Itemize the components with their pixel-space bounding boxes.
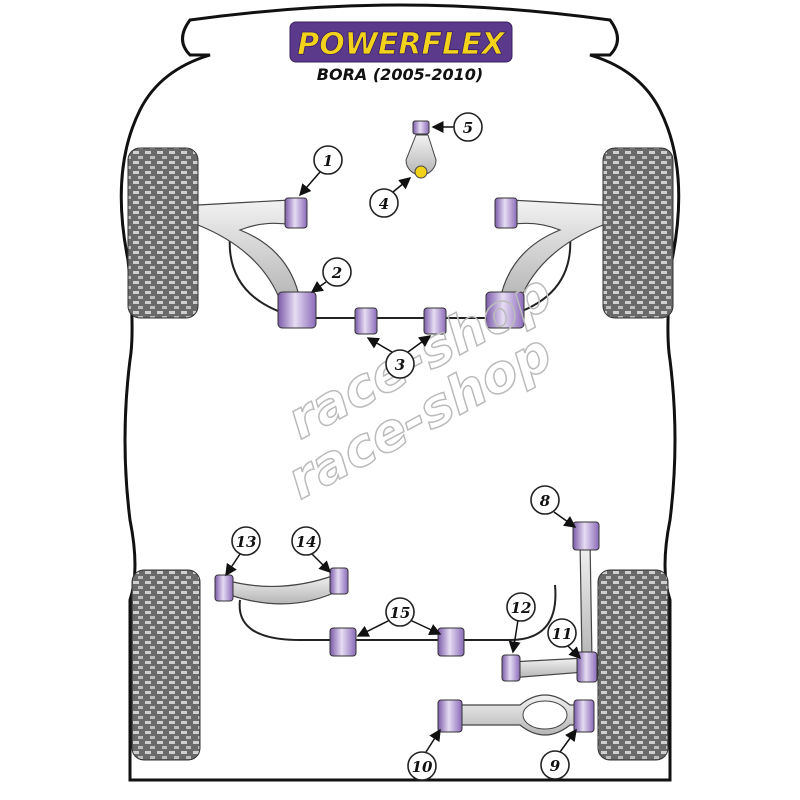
callout-9: 9 bbox=[540, 750, 570, 780]
bush-1-right bbox=[494, 197, 518, 229]
rear-lower-link bbox=[509, 657, 586, 679]
svg-text:9: 9 bbox=[550, 757, 561, 775]
wheel-rear-right bbox=[597, 569, 669, 761]
svg-text:4: 4 bbox=[379, 195, 389, 213]
callout-1: 1 bbox=[313, 145, 343, 175]
bush-12 bbox=[501, 654, 521, 682]
front-right-wishbone bbox=[499, 199, 604, 301]
svg-text:12: 12 bbox=[511, 599, 532, 617]
callout-15: 15 bbox=[385, 597, 415, 627]
rear-anti-roll-bar bbox=[238, 584, 557, 641]
svg-text:3: 3 bbox=[395, 356, 405, 374]
callout-11: 11 bbox=[547, 618, 577, 648]
car-body-outline bbox=[119, 3, 681, 782]
bush-3-right bbox=[423, 307, 447, 335]
callout-2: 2 bbox=[322, 257, 352, 287]
bush-1-left bbox=[284, 197, 308, 229]
callout-13: 13 bbox=[231, 526, 261, 556]
model-title: BORA (2005-2010) bbox=[317, 65, 483, 84]
bush-14 bbox=[329, 567, 349, 595]
callout-arrows bbox=[225, 121, 582, 753]
svg-text:5: 5 bbox=[463, 119, 473, 137]
wheel-front-left bbox=[127, 147, 199, 319]
bush-8 bbox=[572, 521, 600, 551]
race-shop-watermark: race-shop race-shop bbox=[277, 262, 562, 512]
bush-2-right bbox=[485, 291, 525, 329]
bush-13 bbox=[214, 574, 234, 602]
svg-text:1: 1 bbox=[323, 152, 333, 170]
bush-11 bbox=[576, 651, 598, 683]
callout-4: 4 bbox=[369, 188, 399, 218]
svg-text:POWERFLEX: POWERFLEX bbox=[297, 27, 506, 62]
front-left-wishbone bbox=[197, 199, 301, 301]
svg-text:11: 11 bbox=[552, 625, 573, 643]
svg-text:15: 15 bbox=[390, 604, 411, 622]
bush-15-right bbox=[437, 627, 465, 657]
svg-text:8: 8 bbox=[540, 492, 551, 510]
bush-3-left bbox=[354, 307, 378, 335]
svg-text:2: 2 bbox=[331, 264, 342, 282]
rear-right-link bbox=[579, 539, 593, 661]
svg-text:13: 13 bbox=[236, 533, 257, 551]
powerflex-logo: POWERFLEX bbox=[289, 21, 513, 63]
front-anti-roll-bar bbox=[228, 234, 572, 319]
callout-12: 12 bbox=[506, 592, 536, 622]
bush-15-left bbox=[329, 627, 357, 657]
bush-5 bbox=[412, 120, 430, 135]
callout-14: 14 bbox=[291, 526, 321, 556]
wheel-front-right bbox=[602, 147, 674, 319]
svg-text:10: 10 bbox=[412, 758, 433, 776]
callout-5: 5 bbox=[453, 112, 483, 142]
wheel-rear-left bbox=[131, 569, 201, 761]
rear-upper-arm-left bbox=[224, 574, 341, 605]
bush-10 bbox=[437, 699, 463, 733]
callout-8: 8 bbox=[530, 485, 560, 515]
callout-10: 10 bbox=[407, 751, 437, 781]
callout-3: 3 bbox=[385, 349, 415, 379]
bush-2-left bbox=[277, 291, 317, 329]
bush-9 bbox=[573, 699, 595, 733]
svg-text:14: 14 bbox=[296, 533, 317, 551]
